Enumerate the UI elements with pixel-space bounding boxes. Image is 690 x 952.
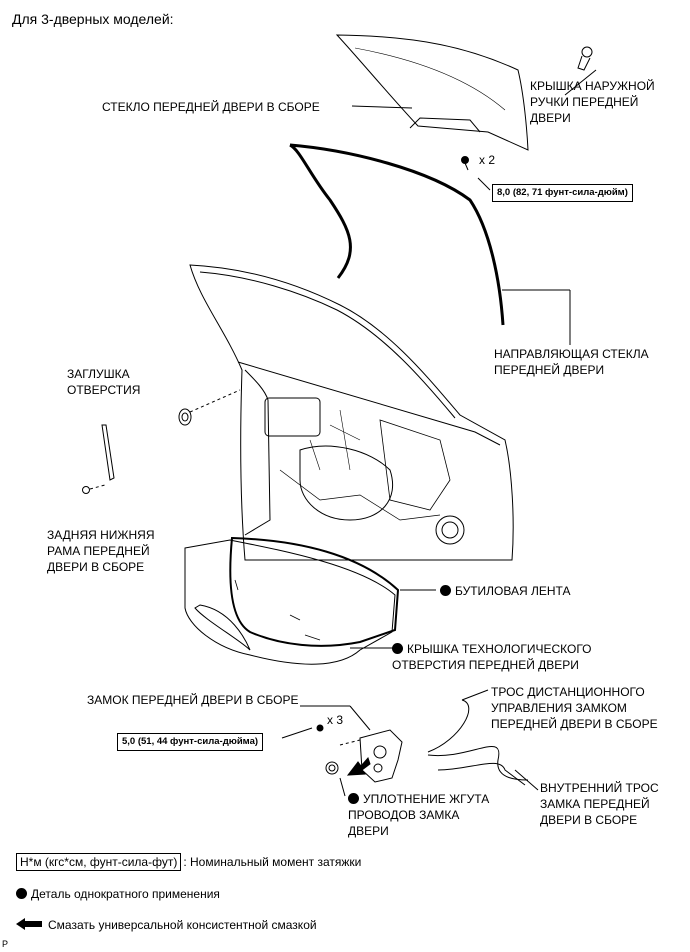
label-inside-cable: ВНУТРЕННИЙ ТРОС ЗАМКА ПЕРЕДНЕЙ ДВЕРИ В С… [540,781,659,827]
label-hole-plug: ЗАГЛУШКА ОТВЕРСТИЯ [67,367,141,397]
legend-torque: Н*м (кгс*см, фунт-сила-фут): Номинальный… [16,853,361,871]
label-harness-seal: УПЛОТНЕНИЕ ЖГУТА ПРОВОДОВ ЗАМКА ДВЕРИ [348,792,490,838]
run-channel-drawing [289,143,352,279]
non-reusable-icon [348,793,359,804]
label-glass: СТЕКЛО ПЕРЕДНЕЙ ДВЕРИ В СБОРЕ [102,100,320,114]
front-door-glass-drawing [335,34,529,151]
door-lock-drawing [339,729,403,783]
non-reusable-icon [392,643,403,654]
legend-grease: Смазать универсальной консистентной смаз… [16,917,317,933]
label-rear-frame: ЗАДНЯЯ НИЖНЯЯ РАМА ПЕРЕДНЕЙ ДВЕРИ В СБОР… [47,528,155,574]
label-remote-cable: ТРОС ДИСТАНЦИОННОГО УПРАВЛЕНИЯ ЗАМКОМ ПЕ… [491,685,658,731]
label-service-hole-cover: КРЫШКА ТЕХНОЛОГИЧЕСКОГО ОТВЕРСТИЯ ПЕРЕДН… [392,642,592,672]
corner-mark: P [2,939,9,949]
torque-glass-bolt: 8,0 (82, 71 фунт-сила-дюйм) [492,184,633,202]
label-qty-screws-lock: x 3 [327,713,344,727]
legend-non-reusable: Деталь однократного применения [16,886,220,902]
label-handle-cover: КРЫШКА НАРУЖНОЙ РУЧКИ ПЕРЕДНЕЙ ДВЕРИ [530,79,655,125]
label-lock: ЗАМОК ПЕРЕДНЕЙ ДВЕРИ В СБОРЕ [87,693,299,707]
torque-unit-description: : Номинальный момент затяжки [183,855,362,869]
filled-circle-icon [16,888,27,899]
torque-lock-screw: 5,0 (51, 44 фунт-сила-дюйма) [117,733,264,751]
butyl-tape-drawing [229,536,400,647]
handle-cover-drawing [577,46,593,71]
hole-plug-drawing [178,408,192,426]
service-hole-cover-drawing [184,539,396,665]
page-heading: Для 3-дверных моделей: [12,11,174,27]
door-panel-drawing [189,264,514,561]
label-butyl-tape: БУТИЛОВАЯ ЛЕНТА [440,583,570,599]
remote-control-cable-drawing [427,699,529,781]
label-run-channel: НАПРАВЛЯЮЩАЯ СТЕКЛА ПЕРЕДНЕЙ ДВЕРИ [494,347,649,377]
torque-unit-box: Н*м (кгс*см, фунт-сила-фут) [16,853,182,871]
inside-lock-cable-drawing [437,762,526,786]
rear-lower-frame-drawing [101,424,115,481]
non-reusable-icon [440,585,451,596]
left-arrow-icon [16,918,42,930]
label-qty-bolts-glass: x 2 [479,153,496,167]
